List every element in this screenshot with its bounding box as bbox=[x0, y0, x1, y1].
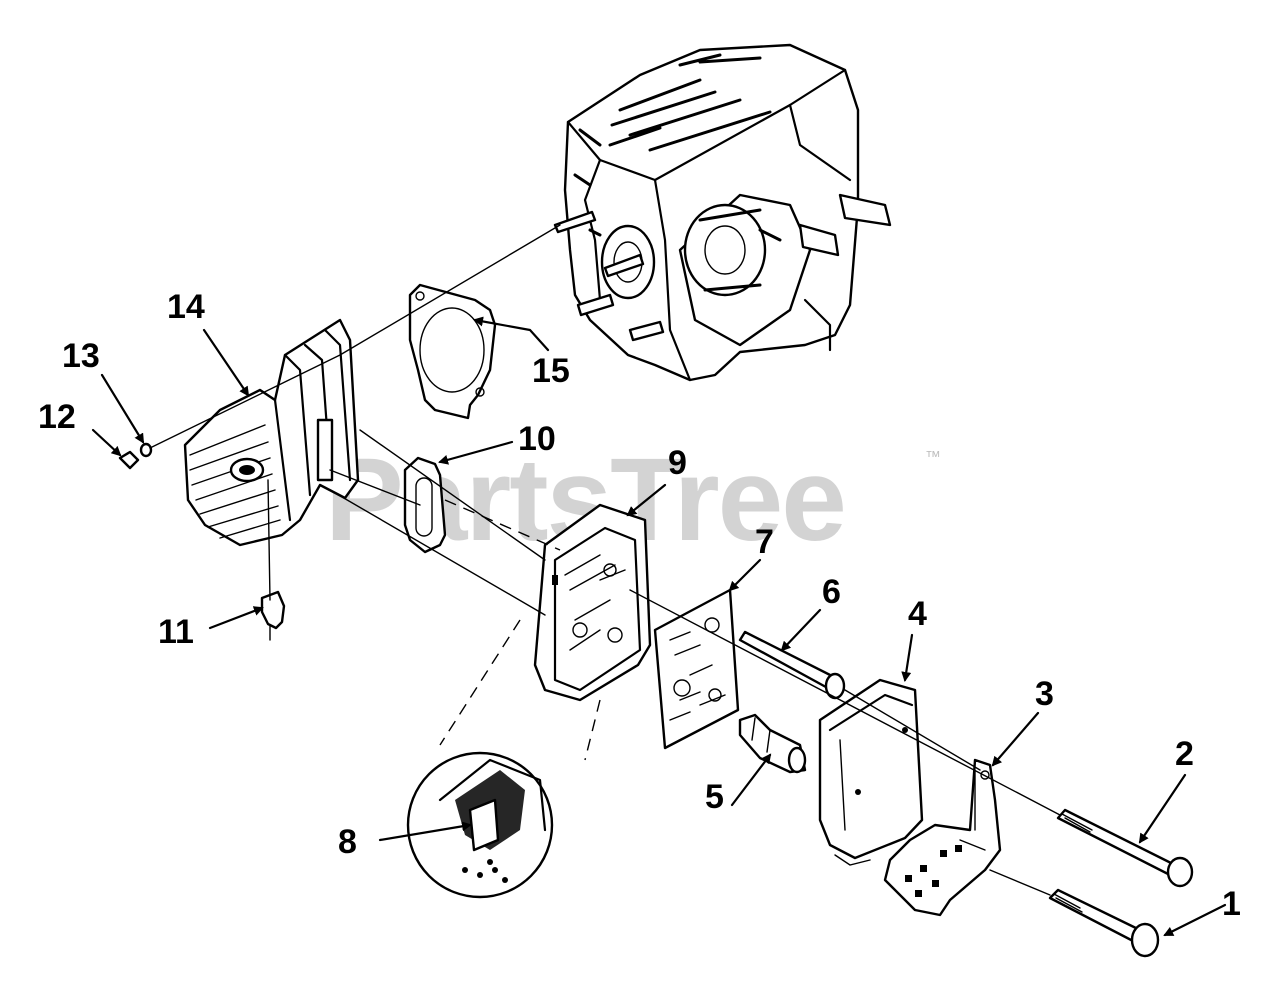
washer-13 bbox=[139, 442, 153, 458]
callout-5: 5 bbox=[705, 778, 724, 816]
callout-10: 10 bbox=[518, 420, 556, 458]
callout-1: 1 bbox=[1222, 885, 1241, 923]
cylinder-gasket bbox=[408, 283, 497, 420]
callout-3: 3 bbox=[1035, 675, 1054, 713]
trademark-symbol: ™ bbox=[925, 449, 941, 466]
screw-long-1 bbox=[1048, 888, 1160, 958]
callout-13: 13 bbox=[62, 337, 100, 375]
callout-11: 11 bbox=[158, 613, 194, 651]
baffle-plate bbox=[653, 588, 740, 750]
muffler-body bbox=[533, 503, 652, 702]
assembly-lines bbox=[149, 224, 1061, 896]
callout-15: 15 bbox=[532, 352, 570, 390]
muffler-screen bbox=[738, 713, 807, 774]
spark-arrestor-tube bbox=[738, 630, 846, 700]
callout-14: 14 bbox=[167, 288, 205, 326]
screw-long-2 bbox=[1056, 808, 1194, 888]
spark-plug bbox=[260, 590, 286, 641]
callout-labels: 1 2 3 4 5 6 7 8 9 10 11 12 13 14 15 bbox=[38, 288, 1241, 923]
callout-6: 6 bbox=[822, 573, 841, 611]
callout-12: 12 bbox=[38, 398, 76, 436]
callout-7: 7 bbox=[755, 523, 774, 561]
cylinder bbox=[183, 318, 360, 547]
callout-arrows bbox=[91, 316, 1227, 937]
callout-4: 4 bbox=[908, 595, 927, 633]
detail-inset bbox=[406, 751, 554, 899]
engine-crankcase bbox=[553, 43, 892, 382]
muffler-cover bbox=[818, 678, 924, 866]
mounting-bracket bbox=[883, 758, 1002, 917]
muffler-gasket bbox=[403, 456, 447, 554]
callout-2: 2 bbox=[1175, 735, 1194, 773]
callout-8: 8 bbox=[338, 823, 357, 861]
callout-9: 9 bbox=[668, 444, 687, 482]
nut-12 bbox=[118, 450, 140, 470]
